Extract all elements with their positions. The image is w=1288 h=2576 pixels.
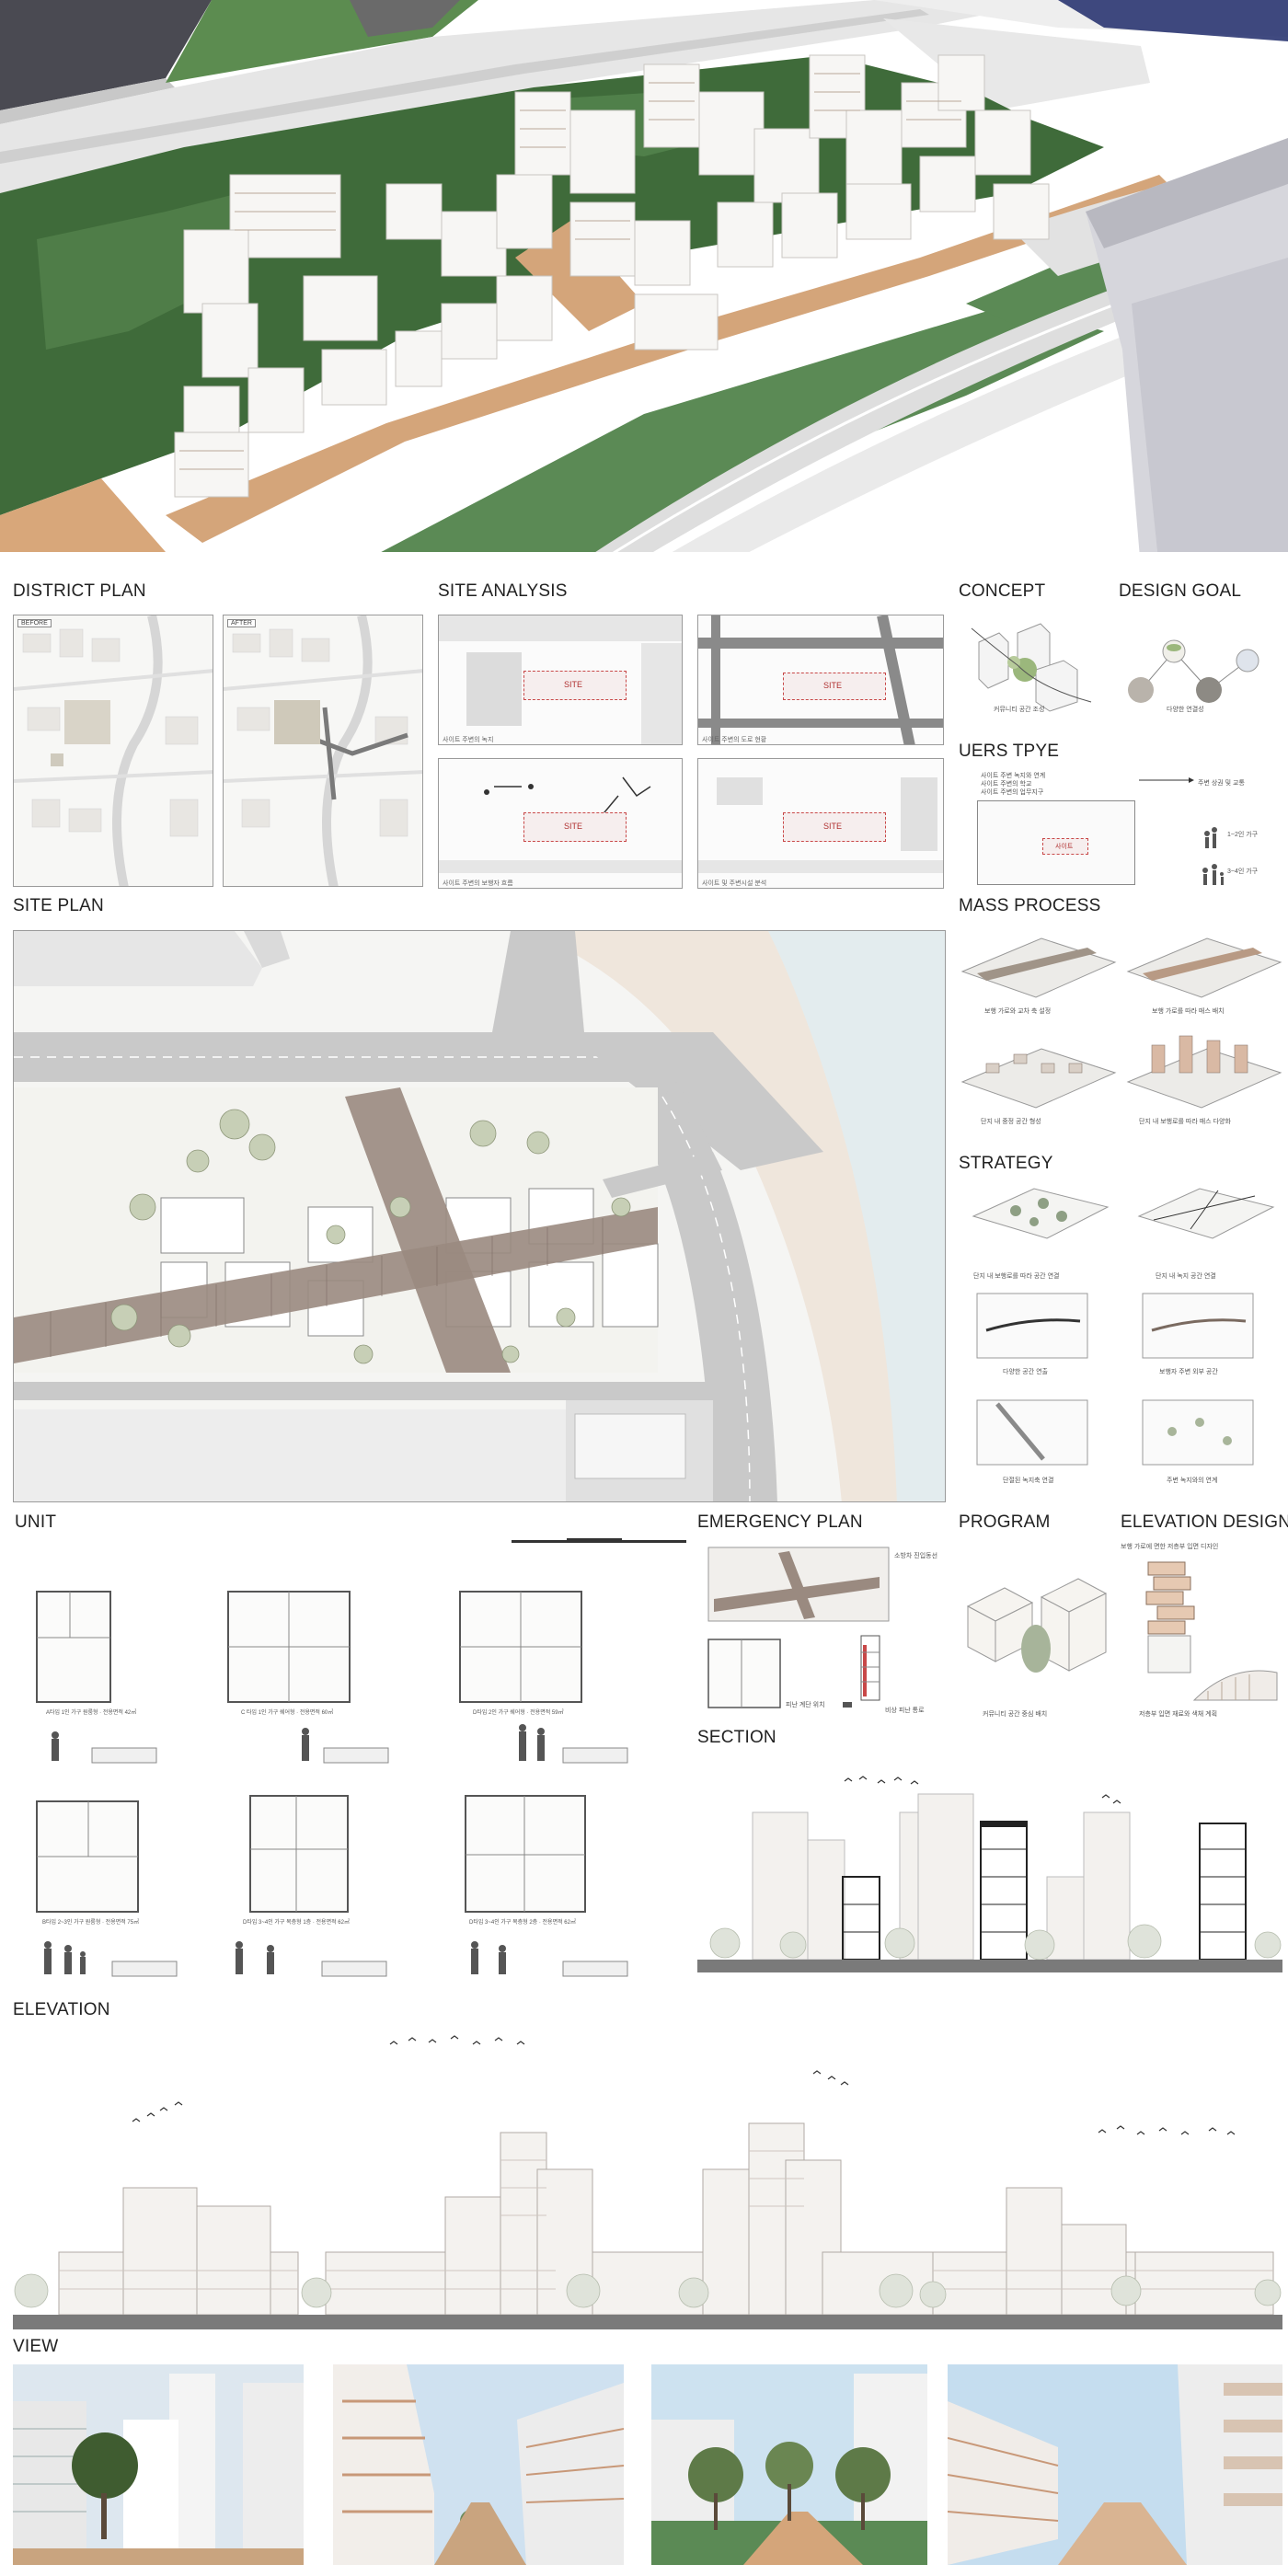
strategy-caption-2: 단지 내 녹지 공간 연결 bbox=[1156, 1273, 1216, 1280]
after-tag: AFTER bbox=[227, 619, 256, 627]
mass-process-diagrams: 보행 가로와 교차 축 설정 보행 가로를 따라 매스 배치 단지 내 중정 공… bbox=[959, 926, 1282, 1143]
site-plan-title: SITE PLAN bbox=[13, 896, 104, 915]
user-type-site-box: 사이트 bbox=[977, 800, 1135, 885]
site-analysis-caption-4: 사이트 및 주변시설 분석 bbox=[702, 880, 767, 887]
site-plan-map bbox=[13, 930, 946, 1502]
site-analysis-pedestrian: SITE 사이트 주변의 보행자 흐름 bbox=[438, 758, 683, 889]
site-analysis-title: SITE ANALYSIS bbox=[438, 581, 568, 601]
unit-title: UNIT bbox=[15, 1512, 57, 1532]
district-plan-after-map: AFTER bbox=[223, 615, 423, 887]
unit-caption-c: C 타입 1인 가구 쉐어형 · 전용면적 60㎡ bbox=[241, 1710, 334, 1716]
design-goal-caption: 다양한 연결성 bbox=[1167, 707, 1204, 713]
user-type-site-label: 사이트 bbox=[1055, 844, 1074, 850]
program-diagram: 커뮤니티 공간 중심 배치 bbox=[959, 1542, 1124, 1718]
strategy-caption-3: 다양한 공간 연출 bbox=[1003, 1369, 1048, 1375]
site-outline bbox=[783, 812, 886, 842]
unit-plans: A타입 1인 가구 원룸형 · 전용면적 42㎡ C 타입 1인 가구 쉐어형 … bbox=[15, 1564, 696, 1996]
concept-diagram: 커뮤니티 공간 조성 bbox=[962, 615, 1100, 716]
user-type-person-note-2: 3~4인 가구 bbox=[1227, 868, 1259, 875]
mass-process-caption-1: 보행 가로와 교차 축 설정 bbox=[984, 1008, 1052, 1015]
user-type-site-outline bbox=[1042, 838, 1088, 855]
district-plan-before-map: BEFORE bbox=[13, 615, 213, 887]
site-outline bbox=[523, 812, 627, 842]
site-analysis-green: SITE 사이트 주변의 녹지 bbox=[438, 615, 683, 745]
view-render-3 bbox=[651, 2364, 927, 2565]
program-title: PROGRAM bbox=[959, 1512, 1051, 1532]
emergency-plan-title: EMERGENCY PLAN bbox=[697, 1512, 863, 1532]
user-type-note-3: 사이트 주변의 업무지구 bbox=[981, 789, 1044, 796]
site-analysis-caption-1: 사이트 주변의 녹지 bbox=[443, 737, 494, 743]
user-type-diagram: 사이트 주변 녹지와 연계 사이트 주변의 학교 사이트 주변의 업무지구 사이… bbox=[977, 771, 1281, 891]
unit-caption-d2: D타입 3~4인 가구 복층형 2층 · 전용면적 62㎡ bbox=[469, 1920, 576, 1926]
site-label: SITE bbox=[823, 822, 843, 831]
view-render-2 bbox=[333, 2364, 624, 2565]
design-goal-title: DESIGN GOAL bbox=[1119, 581, 1242, 601]
section-title: SECTION bbox=[697, 1728, 776, 1747]
emergency-note-3: 비상 피난 통로 bbox=[885, 1708, 925, 1714]
unit-caption-d: D타입 2인 가구 쉐어형 · 전용면적 59㎡ bbox=[473, 1710, 564, 1716]
site-label: SITE bbox=[823, 681, 843, 690]
elevation-design-title: ELEVATION DESIGN bbox=[1121, 1512, 1288, 1532]
mass-process-caption-3: 단지 내 중정 공간 형성 bbox=[981, 1119, 1041, 1125]
design-goal-diagram: 다양한 연결성 bbox=[1119, 615, 1275, 716]
mass-process-caption-2: 보행 가로를 따라 매스 배치 bbox=[1152, 1008, 1225, 1015]
unit-scale-bar bbox=[512, 1538, 686, 1543]
mass-process-title: MASS PROCESS bbox=[959, 896, 1101, 915]
user-type-title: UERS TPYE bbox=[959, 742, 1060, 761]
view-render-1 bbox=[13, 2364, 304, 2565]
unit-caption-d1: D타입 3~4인 가구 복층형 1층 · 전용면적 62㎡ bbox=[243, 1920, 350, 1926]
hero-aerial-render bbox=[0, 0, 1288, 569]
mass-process-caption-4: 단지 내 보행로를 따라 매스 다양화 bbox=[1139, 1119, 1231, 1125]
strategy-caption-4: 보행자 주변 외부 공간 bbox=[1159, 1369, 1218, 1375]
site-label: SITE bbox=[564, 680, 583, 689]
elevation-design-diagram: 저층부 입면 재료와 색채 계획 bbox=[1121, 1553, 1282, 1719]
section-drawing bbox=[697, 1776, 1282, 1989]
elevation-design-caption: 저층부 입면 재료와 색채 계획 bbox=[1139, 1711, 1218, 1718]
emergency-note-1: 소방차 진입동선 bbox=[894, 1553, 938, 1559]
strategy-caption-1: 단지 내 보행로를 따라 공간 연결 bbox=[973, 1273, 1060, 1280]
strategy-caption-5: 단절된 녹지축 연결 bbox=[1003, 1478, 1054, 1484]
user-type-right-note: 주변 상권 및 교통 bbox=[1198, 780, 1245, 787]
emergency-note-2: 피난 계단 위치 bbox=[786, 1702, 825, 1708]
before-tag: BEFORE bbox=[17, 619, 52, 627]
user-type-person-note-1: 1~2인 가구 bbox=[1227, 832, 1259, 838]
user-type-note-1: 사이트 주변 녹지와 연계 bbox=[981, 773, 1046, 779]
strategy-title: STRATEGY bbox=[959, 1154, 1053, 1173]
strategy-diagrams: 단지 내 보행로를 따라 공간 연결 단지 내 녹지 공간 연결 다양한 공간 … bbox=[970, 1183, 1282, 1500]
site-analysis-caption-3: 사이트 주변의 보행자 흐름 bbox=[443, 880, 513, 887]
site-outline bbox=[523, 671, 627, 700]
emergency-plan-diagram: 소방차 진입동선 피난 계단 위치 비상 피난 통로 bbox=[705, 1544, 948, 1719]
concept-title: CONCEPT bbox=[959, 581, 1046, 601]
site-analysis-road: SITE 사이트 주변의 도로 현황 bbox=[697, 615, 944, 745]
elevation-drawing bbox=[13, 2031, 1282, 2344]
strategy-caption-6: 주변 녹지와의 연계 bbox=[1167, 1478, 1218, 1484]
concept-caption: 커뮤니티 공간 조성 bbox=[994, 707, 1045, 713]
unit-caption-a: A타입 1인 가구 원룸형 · 전용면적 42㎡ bbox=[46, 1710, 137, 1716]
elevation-design-top-note: 보행 가로에 면한 저층부 입면 디자인 bbox=[1121, 1544, 1219, 1550]
program-caption: 커뮤니티 공간 중심 배치 bbox=[983, 1711, 1048, 1718]
site-analysis-caption-2: 사이트 주변의 도로 현황 bbox=[702, 737, 767, 743]
site-label: SITE bbox=[564, 822, 583, 831]
site-outline bbox=[783, 673, 886, 700]
site-analysis-facilities: SITE 사이트 및 주변시설 분석 bbox=[697, 758, 944, 889]
view-title: VIEW bbox=[13, 2337, 59, 2356]
unit-caption-b: B타입 2~3인 가구 원룸형 · 전용면적 75㎡ bbox=[42, 1920, 140, 1926]
district-plan-title: DISTRICT PLAN bbox=[13, 581, 146, 601]
elevation-title: ELEVATION bbox=[13, 2000, 110, 2019]
user-type-note-2: 사이트 주변의 학교 bbox=[981, 781, 1032, 788]
view-render-4 bbox=[948, 2364, 1282, 2565]
